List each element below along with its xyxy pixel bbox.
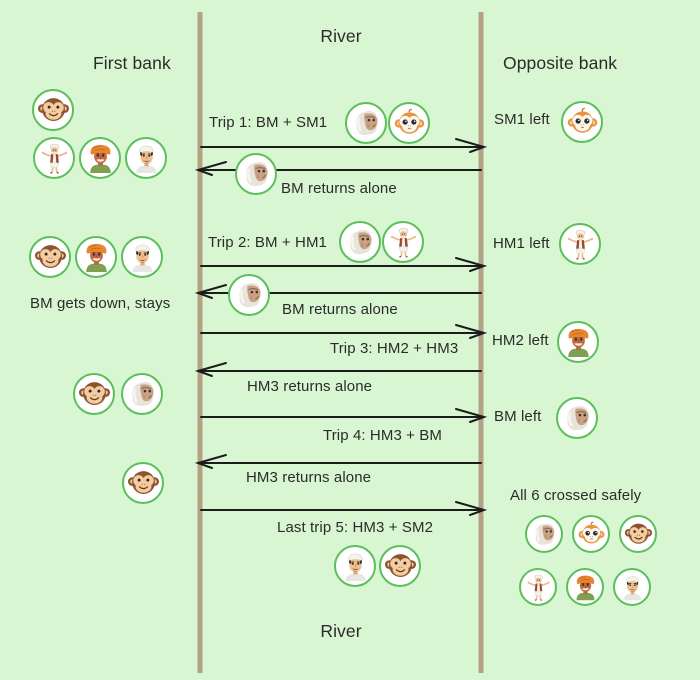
- human-1-icon: [33, 137, 75, 179]
- river-bottom-label: River: [320, 621, 362, 641]
- bm-left-avatar: [556, 397, 598, 439]
- big-monkey-icon: [121, 373, 163, 415]
- trip-1-arrow: [200, 138, 488, 153]
- small-monkey-2-icon: [122, 462, 164, 504]
- hm1-left-avatar: [559, 223, 601, 265]
- river-top-label: River: [320, 26, 362, 46]
- first-bank-label: First bank: [93, 53, 171, 73]
- human-2-icon: [557, 321, 599, 363]
- trip-4-arrow: [200, 408, 488, 423]
- human-2-icon: [75, 236, 117, 278]
- bm-stays-note: BM gets down, stays: [30, 295, 171, 312]
- small-monkey-1-icon: [388, 102, 430, 144]
- trip-5-passengers: [334, 545, 421, 587]
- trip-5-arrow: [200, 501, 488, 516]
- return-4-label: HM3 returns alone: [246, 469, 372, 486]
- trip-1-label: Trip 1: BM + SM1: [209, 114, 328, 131]
- left-bank-group-start-humans: [33, 137, 167, 179]
- bm-left-label: BM left: [494, 408, 542, 425]
- hm2-left-label: HM2 left: [492, 332, 549, 349]
- opposite-bank-label: Opposite bank: [503, 53, 618, 73]
- human-2-icon: [566, 568, 604, 606]
- human-2-icon: [79, 137, 121, 179]
- big-monkey-icon: [339, 221, 381, 263]
- big-monkey-icon: [228, 274, 270, 316]
- return-3-arrow: [194, 362, 482, 377]
- human-3-icon: [613, 568, 651, 606]
- return-2-label: BM returns alone: [282, 301, 398, 318]
- small-monkey-2-icon: [29, 236, 71, 278]
- human-3-icon: [121, 236, 163, 278]
- small-monkey-2-icon: [32, 89, 74, 131]
- return-1-passenger: [235, 153, 277, 195]
- all-crossed-row-1: [525, 515, 657, 553]
- all-crossed-row-2: [519, 568, 651, 606]
- trip-2-label: Trip 2: BM + HM1: [208, 234, 327, 251]
- big-monkey-icon: [525, 515, 563, 553]
- sm1-left-label: SM1 left: [494, 111, 550, 128]
- human-1-icon: [382, 221, 424, 263]
- trip-4-label: Trip 4: HM3 + BM: [323, 427, 442, 444]
- small-monkey-2-icon: [73, 373, 115, 415]
- all-crossed-label: All 6 crossed safely: [510, 487, 642, 504]
- hm1-left-label: HM1 left: [493, 235, 550, 252]
- return-4-arrow: [194, 454, 482, 469]
- trip-5-label: Last trip 5: HM3 + SM2: [277, 519, 434, 536]
- trip-2-arrow: [200, 257, 488, 272]
- big-monkey-icon: [235, 153, 277, 195]
- trip-3-label: Trip 3: HM2 + HM3: [330, 340, 459, 357]
- big-monkey-icon: [345, 102, 387, 144]
- left-bank-group-after-trip4: [122, 462, 164, 504]
- left-bank-group-after-trip2: [29, 236, 163, 278]
- big-monkey-icon: [556, 397, 598, 439]
- trip-1-passengers: [345, 102, 430, 144]
- human-3-icon: [125, 137, 167, 179]
- human-1-icon: [559, 223, 601, 265]
- small-monkey-1-icon: [572, 515, 610, 553]
- sm1-left-avatar: [561, 101, 603, 143]
- trip-3-arrow: [200, 324, 488, 339]
- left-bank-group-after-trip3: [73, 373, 163, 415]
- left-bank-group-start-monkey: [32, 89, 74, 131]
- return-1-label: BM returns alone: [281, 180, 397, 197]
- return-3-label: HM3 returns alone: [247, 378, 373, 395]
- trip-2-passengers: [339, 221, 424, 263]
- small-monkey-1-icon: [561, 101, 603, 143]
- small-monkey-2-icon: [379, 545, 421, 587]
- human-3-icon: [334, 545, 376, 587]
- small-monkey-2-icon: [619, 515, 657, 553]
- return-2-passenger: [228, 274, 270, 316]
- human-1-icon: [519, 568, 557, 606]
- hm2-left-avatar: [557, 321, 599, 363]
